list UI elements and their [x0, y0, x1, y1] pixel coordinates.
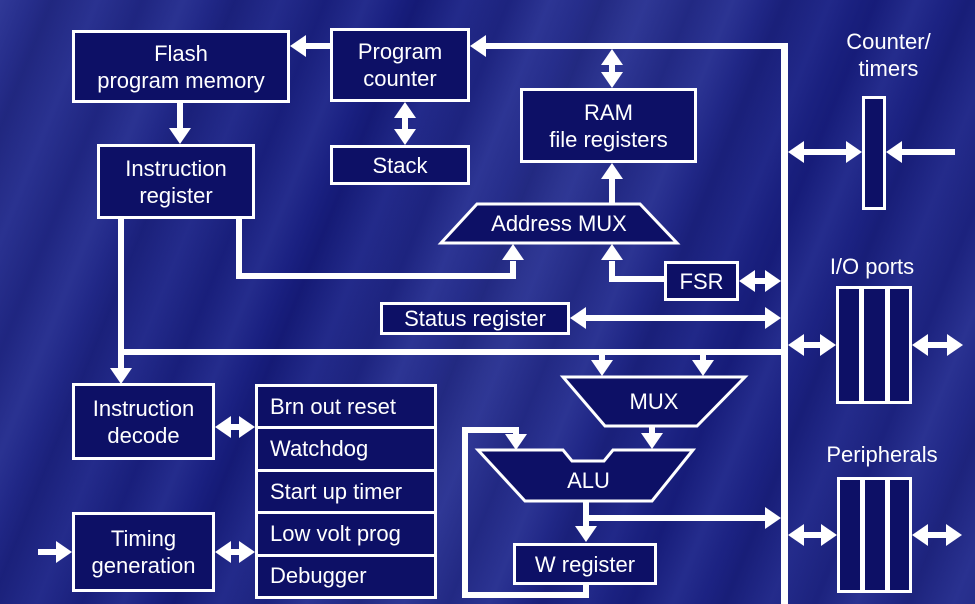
instruction-decode-box: Instruction decode	[72, 383, 215, 460]
peripherals-block-3	[887, 477, 912, 593]
status-register-box: Status register	[380, 302, 570, 335]
peripherals-block-1	[837, 477, 863, 593]
wregister-feedback-loop-arrow	[462, 427, 589, 598]
alu-label: ALU	[567, 467, 610, 493]
alu-to-wregister-arrow	[575, 501, 597, 542]
timing-generation-label-line1: Timing	[110, 526, 177, 551]
w-register-box: W register	[513, 543, 657, 585]
ram-file-registers-box: RAM file registers	[520, 88, 697, 163]
status-register-bus-double-arrow	[570, 307, 781, 329]
counter-timers-block	[862, 96, 886, 210]
pc-to-flash-arrow	[290, 35, 330, 57]
flash-program-memory-box: Flash program memory	[72, 30, 290, 103]
io-port-block-2	[861, 286, 888, 404]
instruction-decode-label-line2: decode	[107, 422, 180, 448]
peripherals-label: Peripherals	[826, 441, 938, 467]
decode-modules-double-arrow	[215, 416, 255, 438]
bus-io-double-arrow	[788, 334, 836, 356]
timing-generation-label-line2: generation	[91, 553, 196, 578]
ram-label-line2: file registers	[549, 126, 668, 152]
instruction-register-to-decode-arrow	[110, 218, 132, 384]
fsr-to-addressmux-arrow	[601, 244, 664, 282]
mux-label: MUX	[629, 388, 679, 414]
module-debugger: Debugger	[258, 553, 434, 596]
mux-to-alu-arrow	[641, 426, 663, 449]
w-register-label: W register	[534, 551, 636, 577]
io-external-double-arrow	[912, 334, 963, 356]
module-watchdog: Watchdog	[258, 426, 434, 468]
pc-stack-double-arrow	[394, 102, 416, 145]
fsr-bus-double-arrow	[739, 270, 781, 292]
address-mux-shape	[437, 202, 681, 245]
peripherals-external-double-arrow	[912, 524, 962, 546]
counter-timers-label: Counter/ timers	[846, 29, 931, 81]
module-start-up-timer: Start up timer	[258, 468, 434, 511]
module-low-volt-prog: Low volt prog	[258, 511, 434, 553]
flash-label-line1: Flash	[154, 40, 208, 66]
instruction-register-box: Instruction register	[97, 144, 255, 219]
instruction-register-to-addressmux-arrow	[236, 218, 524, 279]
stack-label: Stack	[372, 152, 428, 178]
program-counter-label-line2: counter	[363, 66, 437, 91]
instruction-register-label-line1: Instruction	[125, 155, 227, 181]
counter-external-input-arrow	[886, 141, 955, 163]
bus-counter-double-arrow	[788, 141, 862, 163]
io-port-block-1	[836, 286, 862, 404]
ram-bus-double-arrow	[601, 49, 623, 88]
io-ports-label: I/O ports	[829, 253, 915, 279]
addressmux-to-ram-arrow	[601, 163, 623, 204]
io-port-block-3	[887, 286, 912, 404]
bus-peripherals-double-arrow	[788, 524, 837, 546]
stack-box: Stack	[330, 145, 470, 185]
ram-label-line1: RAM	[584, 99, 633, 125]
status-register-label: Status register	[404, 306, 546, 331]
address-mux-label: Address MUX	[491, 211, 627, 236]
fsr-label: FSR	[679, 268, 724, 294]
module-brown-out-reset: Brn out reset	[270, 393, 396, 419]
alu-shape	[474, 448, 697, 503]
mux-shape	[559, 375, 749, 428]
alu-to-bus-arrow	[586, 507, 781, 529]
fsr-box: FSR	[664, 261, 739, 301]
clock-input-arrow	[38, 541, 72, 563]
program-counter-box: Program counter	[330, 28, 470, 102]
data-bus-line	[470, 35, 788, 604]
support-modules-list: Brn out reset Watchdog Start up timer Lo…	[255, 384, 437, 599]
instruction-register-label-line2: register	[139, 182, 213, 208]
timing-modules-double-arrow	[215, 541, 255, 563]
timing-generation-box: Timing generation	[72, 512, 215, 592]
flash-label-line2: program memory	[97, 67, 265, 93]
instruction-decode-label-line1: Instruction	[92, 395, 195, 421]
literal-data-line	[118, 349, 782, 376]
program-counter-label-line1: Program	[357, 39, 443, 64]
flash-to-instruction-register-arrow	[169, 103, 191, 144]
peripherals-block-2	[862, 477, 888, 593]
